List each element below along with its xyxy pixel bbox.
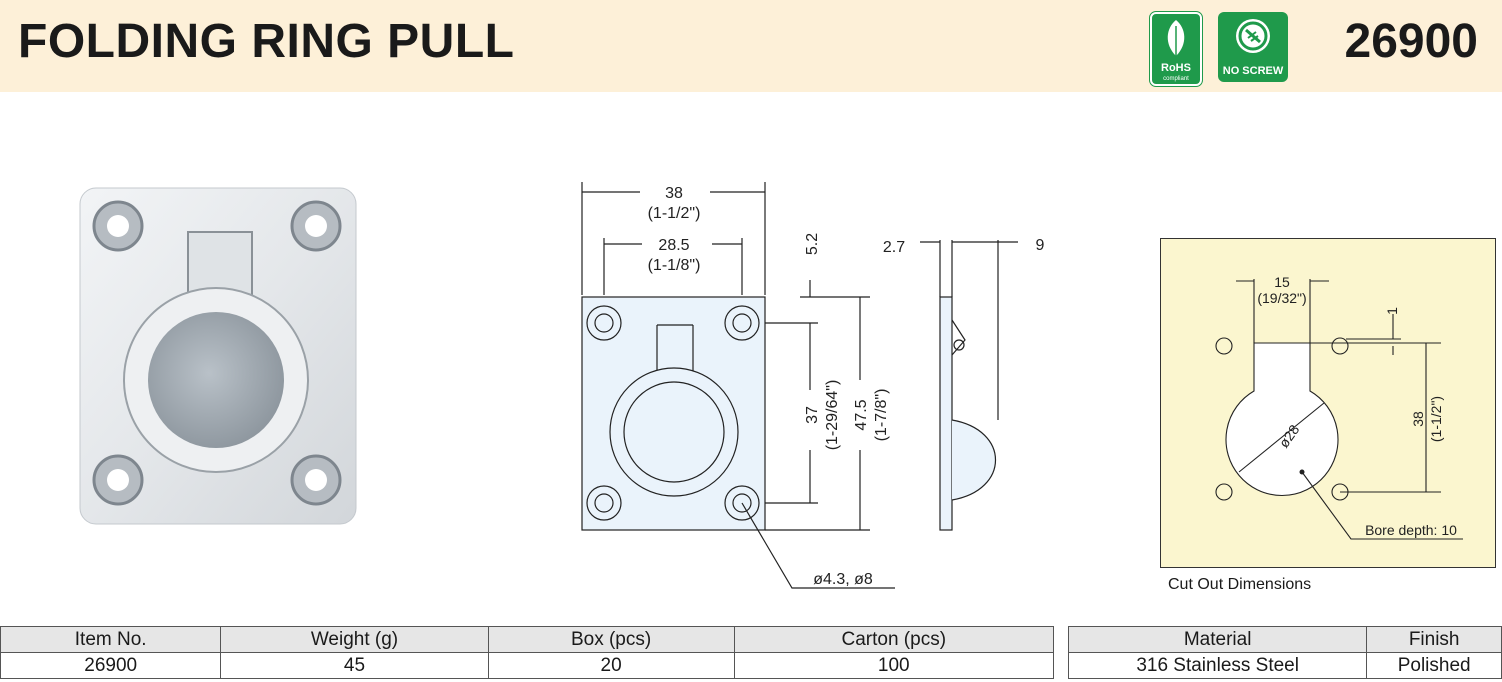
cutout-slot-width-in: (19/32") xyxy=(1257,290,1306,306)
cell-finish: Polished xyxy=(1366,652,1502,679)
dim-height-in: (1-7/8") xyxy=(873,389,890,442)
rohs-sub-label: compliant xyxy=(1163,76,1189,82)
dim-width: 38 xyxy=(665,185,683,202)
cutout-bore-depth: Bore depth: 10 xyxy=(1365,522,1457,538)
cutout-caption: Cut Out Dimensions xyxy=(1168,576,1312,593)
col-weight: Weight (g) xyxy=(220,626,489,653)
dim-hole: ø4.3, ø8 xyxy=(813,571,873,588)
technical-drawing: 38 (1-1/2") 28.5 (1-1/8") 5.2 37 (1-29/6… xyxy=(581,182,1045,589)
dim-depth: 9 xyxy=(1036,237,1045,254)
dim-height: 47.5 xyxy=(853,399,870,430)
dim-pitch: 28.5 xyxy=(658,237,689,254)
col-box: Box (pcs) xyxy=(487,626,735,653)
item-code: 26900 xyxy=(1344,15,1478,68)
cutout-diagram: 15 (19/32") 1 ø28 38 (1-1/2") Bore depth… xyxy=(1160,238,1496,568)
table-row: 316 Stainless Steel Polished xyxy=(1067,652,1502,679)
dim-vpitch-in: (1-29/64") xyxy=(824,380,841,451)
cutout-drawing: 15 (19/32") 1 ø28 38 (1-1/2") Bore depth… xyxy=(1215,274,1463,540)
dim-thickness: 2.7 xyxy=(883,239,905,256)
cutout-offset: 1 xyxy=(1384,307,1400,315)
dim-pitch-in: (1-1/8") xyxy=(648,257,701,274)
cell-item-no: 26900 xyxy=(0,652,222,679)
cutout-pitch: 38 xyxy=(1410,411,1426,427)
dim-width-in: (1-1/2") xyxy=(648,205,701,222)
cell-weight: 45 xyxy=(220,652,489,679)
cell-carton: 100 xyxy=(733,652,1055,679)
leaf-icon xyxy=(1167,20,1185,60)
material-table: Material Finish 316 Stainless Steel Poli… xyxy=(1067,626,1502,679)
table-header-row: Item No. Weight (g) Box (pcs) Carton (pc… xyxy=(0,626,1055,653)
no-screw-label: NO SCREW xyxy=(1222,65,1284,77)
product-title: FOLDING RING PULL xyxy=(18,15,515,68)
table-header-row: Material Finish xyxy=(1067,626,1502,653)
col-item-no: Item No. xyxy=(0,626,222,653)
no-screw-badge: NO SCREW xyxy=(1218,12,1288,82)
cell-material: 316 Stainless Steel xyxy=(1067,652,1368,679)
col-finish: Finish xyxy=(1366,626,1502,653)
table-row: 26900 45 20 100 xyxy=(0,652,1055,679)
no-screw-icon xyxy=(1236,19,1270,53)
cell-box: 20 xyxy=(487,652,735,679)
col-material: Material xyxy=(1067,626,1368,653)
cutout-slot-width: 15 xyxy=(1274,274,1290,290)
dim-vpitch: 37 xyxy=(804,406,821,424)
rohs-badge: RoHS compliant xyxy=(1149,11,1203,87)
product-photo xyxy=(79,187,357,525)
col-carton: Carton (pcs) xyxy=(733,626,1055,653)
page-header: FOLDING RING PULL RoHS compliant NO SCRE… xyxy=(0,0,1502,92)
spec-table: Item No. Weight (g) Box (pcs) Carton (pc… xyxy=(0,626,1055,679)
dim-top-offset: 5.2 xyxy=(804,233,821,255)
rohs-label: RoHS xyxy=(1161,62,1191,74)
cutout-pitch-in: (1-1/2") xyxy=(1428,396,1444,442)
